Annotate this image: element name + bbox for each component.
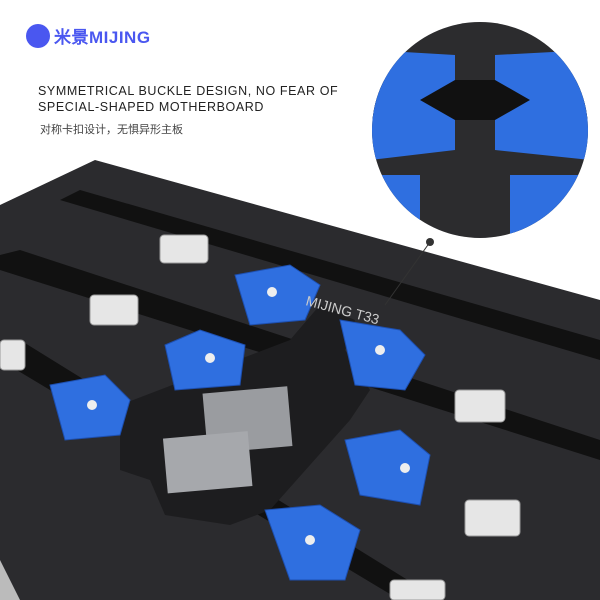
headline-line-1: SYMMETRICAL BUCKLE DESIGN, NO FEAR OF xyxy=(38,84,339,98)
rail-slider xyxy=(0,339,26,371)
callout-dot xyxy=(426,238,434,246)
brand-logo: 米景MIJING xyxy=(26,23,151,48)
rail-slider xyxy=(89,294,139,326)
clamp xyxy=(339,319,426,391)
detail-zoom-content xyxy=(372,22,588,238)
logo-icon xyxy=(26,23,50,48)
headline-line-2: SPECIAL-SHAPED MOTHERBOARD xyxy=(38,100,265,114)
clamp xyxy=(164,329,246,391)
rail-slider xyxy=(389,579,446,600)
clamp xyxy=(344,429,431,506)
rail-slider xyxy=(464,499,521,537)
plate-edge xyxy=(0,560,20,600)
rail-slider xyxy=(454,389,506,423)
subtitle: 对称卡扣设计，无惧异形主板 xyxy=(40,124,183,136)
clamp xyxy=(234,264,321,326)
logo-text: 米景MIJING xyxy=(54,28,151,47)
shield-can xyxy=(162,431,253,494)
rail-slot xyxy=(60,190,600,360)
headline: SYMMETRICAL BUCKLE DESIGN, NO FEAR OF SP… xyxy=(38,83,338,115)
callout-line xyxy=(384,241,431,306)
rail-slider xyxy=(159,234,209,264)
